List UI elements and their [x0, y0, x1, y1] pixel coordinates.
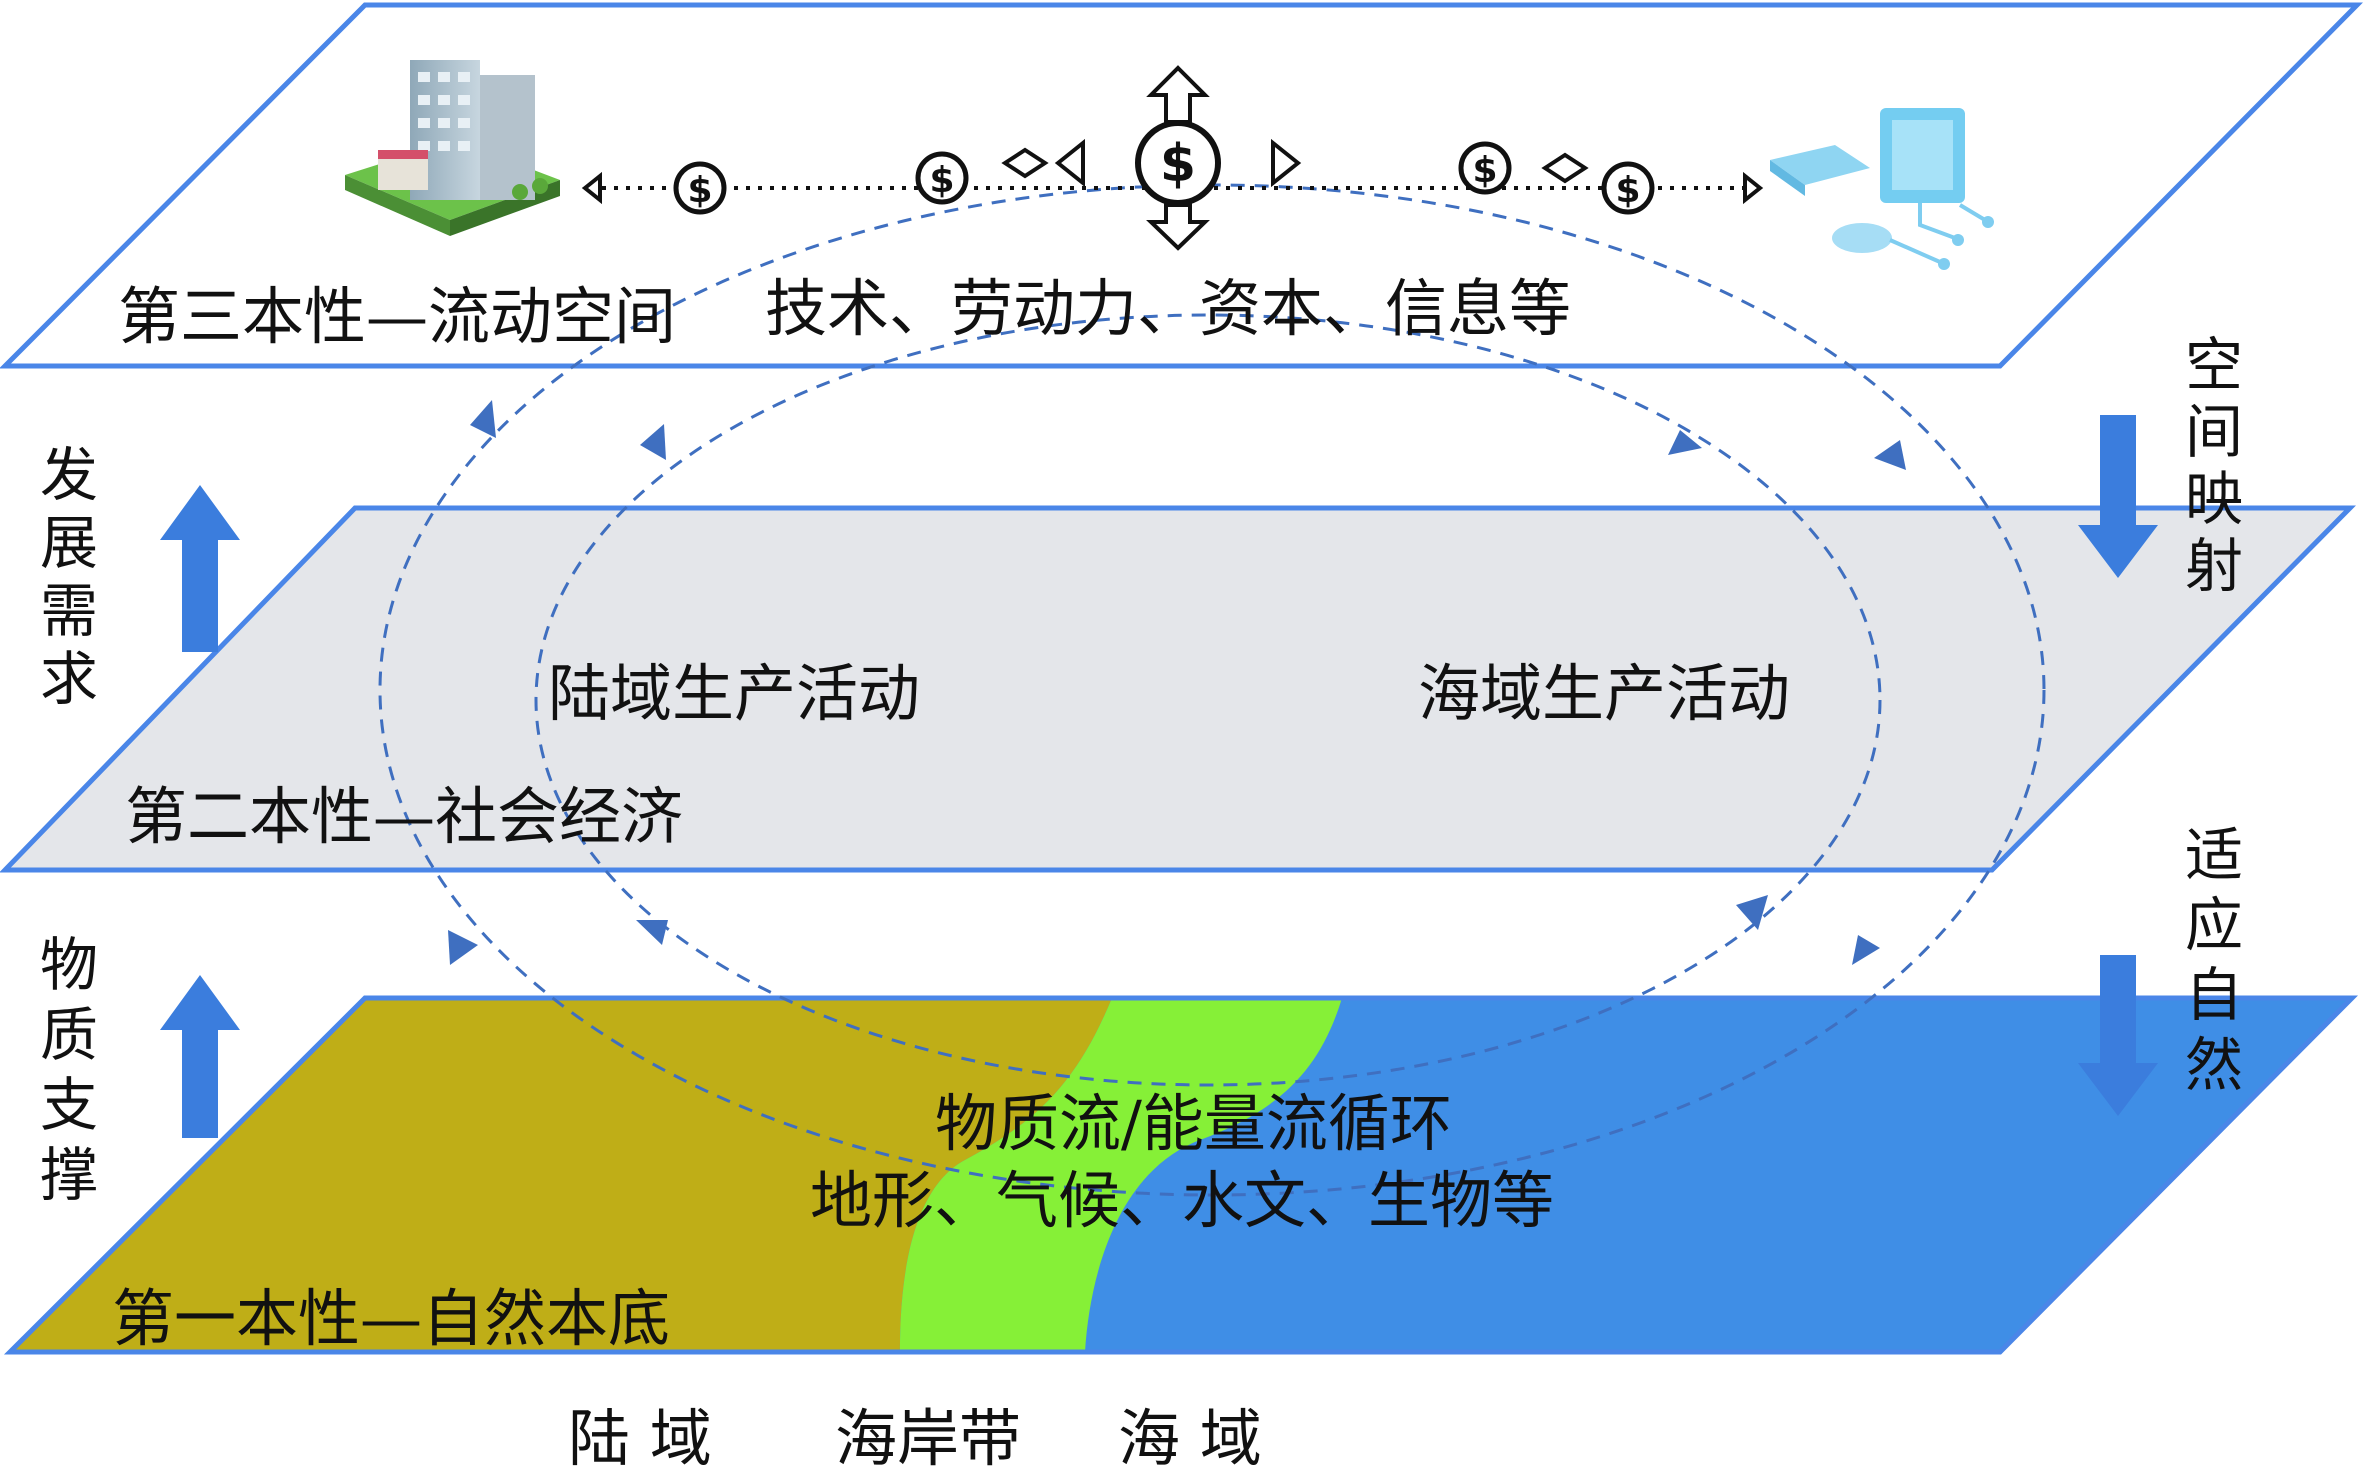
factors-label: 地形、气候、水文、生物等 [810, 1164, 1554, 1237]
right-upper-label: 空 间 映 射 [2185, 331, 2243, 600]
side-char: 发 [40, 441, 98, 509]
land-zone [10, 998, 1112, 1352]
top-layer-content: 技术、劳动力、资本、信息等 [765, 272, 1571, 345]
dollar-coin-icon [673, 141, 1655, 215]
arrowhead [640, 424, 666, 460]
right-lower-label: 适 应 自 然 [2185, 821, 2243, 1099]
side-char: 物 [40, 931, 98, 999]
cycle-label: 物质流/能量流循环 [935, 1087, 1452, 1160]
top-layer-title: 第三本性—流动空间 [118, 280, 676, 353]
labels: 第三本性—流动空间 技术、劳动力、资本、信息等 陆域生产活动 海域生产活动 第二… [40, 272, 2243, 1470]
arrow-down-icon [1146, 203, 1210, 251]
arrow-up-icon [1146, 65, 1210, 124]
svg-text:$: $ [1615, 170, 1640, 211]
left-upper-label: 发 展 需 求 [40, 441, 98, 713]
side-char: 质 [40, 1001, 98, 1069]
land-activity-label: 陆域生产活动 [548, 657, 920, 730]
inner-loop [534, 313, 1882, 1087]
side-char: 求 [40, 645, 98, 713]
svg-text:$: $ [1472, 150, 1497, 191]
side-char: 支 [40, 1071, 98, 1139]
middle-layer-title: 第二本性—社会经济 [125, 780, 683, 853]
side-char: 然 [2185, 1031, 2243, 1099]
arrowhead [448, 930, 478, 965]
coast-zone [900, 998, 1342, 1352]
arrow-down-icon [2078, 955, 2158, 1116]
arrow-up-icon [160, 975, 240, 1138]
side-char: 射 [2185, 532, 2243, 600]
capital-flow-chain: $ $ $ $ $ [581, 65, 1764, 251]
computer-network-icon [1770, 108, 1994, 270]
arrow-down-icon [2078, 415, 2158, 578]
side-char: 需 [40, 577, 98, 645]
side-char: 适 [2185, 821, 2243, 889]
side-char: 空 [2185, 331, 2243, 399]
arrowhead [636, 920, 668, 945]
side-char: 自 [2185, 961, 2243, 1029]
side-char: 间 [2185, 398, 2243, 466]
arrowhead [1874, 440, 1906, 470]
bottom-plane [3, 995, 2359, 1355]
left-lower-label: 物 质 支 撑 [40, 931, 98, 1209]
svg-text:$: $ [1160, 134, 1196, 194]
side-arrows [160, 415, 2158, 1138]
zone-coast-label: 海岸带 [835, 1402, 1021, 1470]
arrowhead [1668, 430, 1702, 455]
sea-activity-label: 海域生产活动 [1418, 657, 1790, 730]
side-char: 映 [2185, 465, 2243, 533]
zone-land-label: 陆 域 [568, 1402, 712, 1470]
svg-text:$: $ [929, 160, 954, 201]
zone-sea-label: 海 域 [1118, 1402, 1262, 1470]
arrow-up-icon [160, 485, 240, 652]
arrowhead [470, 400, 496, 438]
side-char: 应 [2185, 891, 2243, 959]
arrowhead [1852, 935, 1880, 965]
side-char: 展 [40, 509, 98, 577]
loop-arrowheads [448, 400, 1906, 965]
middle-plane [0, 505, 2356, 873]
side-char: 撑 [40, 1141, 98, 1209]
bottom-layer-title: 第一本性—自然本底 [112, 1282, 670, 1355]
arrowhead [1736, 895, 1768, 930]
svg-text:$: $ [687, 170, 712, 211]
building-icon [345, 60, 560, 236]
